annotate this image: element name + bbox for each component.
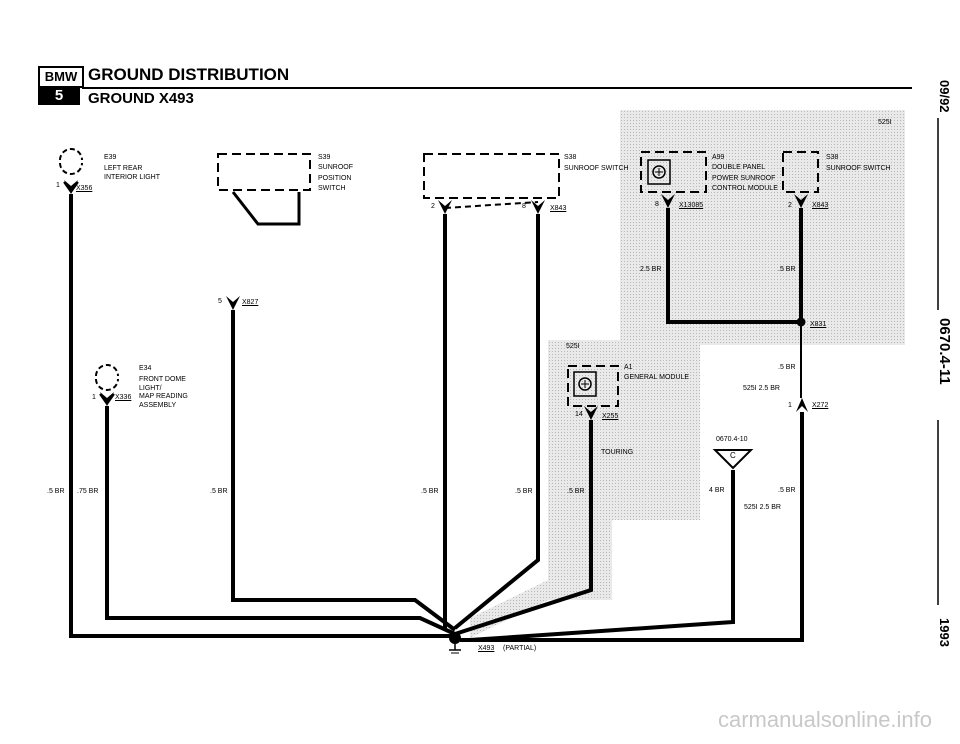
a1-id: A1 (624, 364, 633, 371)
s38a-label: S38 SUNROOF SWITCH (564, 154, 629, 174)
s38a-connector: X843 (550, 205, 567, 212)
e39-line2: INTERIOR LIGHT (104, 173, 161, 181)
s38a-pin-left: 2 (431, 203, 435, 210)
a99-connector: X13085 (679, 202, 704, 209)
a1-line1: GENERAL MODULE (624, 374, 690, 382)
e34-pin: 1 (92, 394, 96, 401)
s39-line1: SUNROOF (318, 164, 353, 172)
page-title: GROUND DISTRIBUTION (88, 65, 290, 84)
ground-wires (69, 194, 804, 642)
side-year: 1993 (937, 618, 952, 647)
e39-id: E39 (104, 154, 117, 161)
s39-connector: X827 (242, 299, 259, 306)
wire-label-c: 4 BR (709, 487, 725, 494)
wire-label-e34: .75 BR (77, 488, 99, 495)
a1-connector: X255 (602, 413, 619, 420)
a99-id: A99 (712, 154, 725, 161)
s39-label: S39 SUNROOF POSITION SWITCH (318, 154, 353, 194)
wire-label-x831: .5 BR (778, 364, 796, 371)
a99-line2: POWER SUNROOF (712, 174, 776, 182)
e34-connector: X336 (115, 394, 132, 401)
s38-left-inner-dash (444, 201, 539, 209)
badge-525i-x272: 525I 2.5 BR (743, 385, 780, 392)
bmw-logo: BMW 5 (38, 66, 84, 106)
s39-line2: POSITION (318, 174, 352, 182)
ground-x493-symbol (449, 632, 461, 654)
badge-525i-mid: 525I (566, 343, 580, 350)
wire-label-a1: .5 BR (567, 488, 585, 495)
s38b-line1: SUNROOF SWITCH (826, 165, 891, 173)
a1-dashed-box (567, 365, 619, 407)
shaded-area-525i-mid (470, 340, 700, 638)
a99-line1: DOUBLE PANEL (712, 164, 766, 172)
badge-525i-top: 525I (878, 119, 892, 126)
a99-module-icon (647, 159, 671, 185)
s39-dashed-box (217, 153, 311, 191)
e39-connector: X356 (76, 185, 93, 192)
a1-pin: 14 (575, 411, 583, 418)
ground-connector: X493 (478, 645, 495, 652)
s39-pin: 5 (218, 298, 222, 305)
a99-line3: CONTROL MODULE (712, 185, 778, 193)
wire-label-x272: .5 BR (778, 487, 796, 494)
a99-pin: 8 (655, 201, 659, 208)
e39-pin: 1 (56, 182, 60, 189)
side-page-number: 0670.4-11 (936, 318, 953, 385)
side-date: 09/92 (937, 80, 952, 113)
wire-label-s39: .5 BR (210, 488, 228, 495)
s39-switch-contact (231, 191, 301, 226)
e34-label: E34 FRONT DOME LIGHT/ MAP READING ASSEMB… (139, 365, 188, 410)
s38b-connector: X843 (812, 202, 829, 209)
wire-label-touring: TOURING (601, 449, 634, 456)
e34-line2: LIGHT/ (139, 384, 162, 392)
s38b-pin: 2 (788, 202, 792, 209)
e34-line3: MAP READING (139, 393, 188, 401)
wire-label-a99: 2.5 BR (640, 266, 662, 273)
x272-connector: X272 (812, 402, 829, 409)
s38-left-dashed-box (423, 153, 560, 199)
a1-module-icon (573, 371, 597, 397)
a99-dashed-box (640, 151, 707, 193)
a99-label: A99 DOUBLE PANEL POWER SUNROOF CONTROL M… (712, 154, 778, 194)
wire-label-s38-pin2: .5 BR (421, 488, 439, 495)
ref-page[interactable]: 0670.4-10 (716, 436, 748, 443)
connector-marks (64, 180, 808, 420)
s38-right-dashed-box (782, 151, 819, 193)
series-badge: 5 (38, 87, 80, 105)
s38b-label: S38 SUNROOF SWITCH (826, 154, 891, 174)
wire-label-s38-pin8: .5 BR (515, 488, 533, 495)
s38a-line1: SUNROOF SWITCH (564, 165, 629, 173)
s38a-id: S38 (564, 154, 577, 161)
e34-id: E34 (139, 365, 152, 372)
ref-marker: C (730, 451, 736, 460)
s39-id: S39 (318, 154, 331, 161)
badge-525i-c: 525I 2.5 BR (744, 504, 781, 511)
s38a-pin-right: 8 (522, 203, 526, 210)
ground-note: (PARTIAL) (503, 645, 537, 652)
ref-triangle (712, 449, 754, 470)
page-subtitle: GROUND X493 (88, 90, 194, 107)
x272-pin: 1 (788, 402, 792, 409)
wire-label-e39: .5 BR (47, 488, 65, 495)
e39-line1: LEFT REAR (104, 165, 143, 173)
s38b-id: S38 (826, 154, 839, 161)
wire-label-s38b: .5 BR (778, 266, 796, 273)
x831-connector: X831 (810, 321, 827, 328)
e39-label: E39 LEFT REAR INTERIOR LIGHT (104, 154, 160, 182)
shaded-area-525i-top (620, 110, 905, 345)
a1-label: A1 GENERAL MODULE (624, 364, 689, 383)
e34-line4: ASSEMBLY (139, 401, 177, 409)
e34-line1: FRONT DOME (139, 376, 186, 384)
s39-line3: SWITCH (318, 185, 346, 193)
watermark: carmanualsonline.info (718, 707, 933, 732)
bmw-logo-text: BMW (38, 66, 84, 88)
